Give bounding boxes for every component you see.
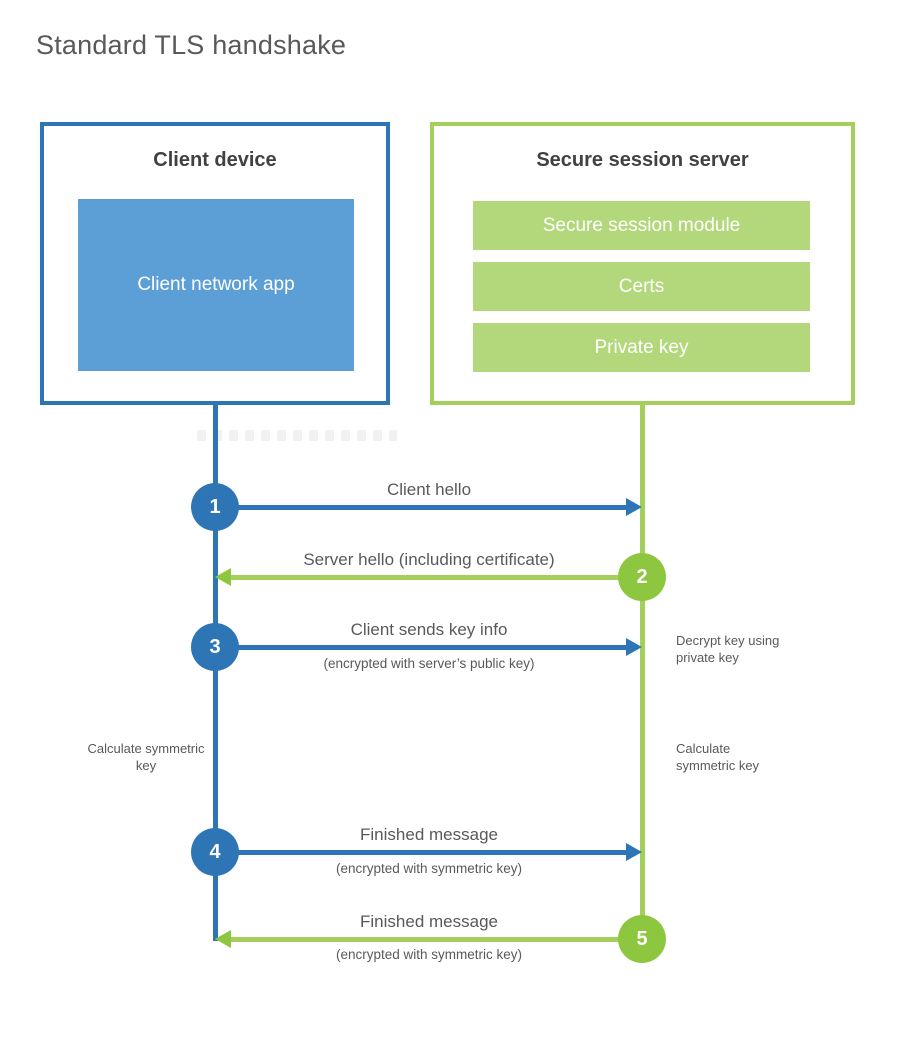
- arrow-client-hello: [216, 505, 626, 510]
- message-sublabel-encrypted-symmetric-key: (encrypted with symmetric key): [335, 861, 523, 876]
- message-label-finished-client: Finished message: [360, 825, 498, 844]
- arrowhead-right-icon: [626, 498, 642, 516]
- client-network-app-box: Client network app: [78, 199, 354, 371]
- faint-dashes-artifact: [197, 430, 397, 441]
- arrowhead-right-icon: [626, 638, 642, 656]
- message-label-server-hello: Server hello (including certificate): [303, 550, 555, 569]
- secure-session-server-heading: Secure session server: [536, 149, 749, 171]
- client-network-app-label: Client network app: [137, 274, 295, 296]
- arrowhead-left-icon: [215, 930, 231, 948]
- arrow-server-hello: [231, 575, 640, 580]
- arrow-finished-server: [231, 937, 640, 942]
- note-decrypt-key: Decrypt key using private key: [676, 633, 780, 665]
- page-title: Standard TLS handshake: [36, 30, 347, 60]
- message-sublabel-encrypted-public-key: (encrypted with server’s public key): [323, 656, 535, 671]
- step-badge-4: 4: [191, 828, 239, 876]
- arrow-client-key-info: [216, 645, 626, 650]
- step-badge-5: 5: [618, 915, 666, 963]
- server-module-certs: Certs: [473, 262, 810, 311]
- arrowhead-left-icon: [215, 568, 231, 586]
- step-badge-1: 1: [191, 483, 239, 531]
- server-module-secure-session: Secure session module: [473, 201, 810, 250]
- message-label-finished-server: Finished message: [360, 912, 498, 931]
- note-calculate-symmetric-key-server: Calculate symmetric key: [676, 741, 760, 773]
- arrow-finished-client: [216, 850, 626, 855]
- client-device-heading: Client device: [153, 149, 277, 171]
- note-calculate-symmetric-key-client: Calculate symmetric key: [87, 741, 205, 773]
- step-badge-2: 2: [618, 553, 666, 601]
- message-label-client-hello: Client hello: [386, 480, 472, 499]
- message-label-client-key-info: Client sends key info: [350, 620, 508, 639]
- arrowhead-right-icon: [626, 843, 642, 861]
- server-lifeline: [640, 405, 645, 962]
- client-lifeline: [213, 405, 218, 941]
- step-badge-3: 3: [191, 623, 239, 671]
- message-sublabel-encrypted-symmetric-key: (encrypted with symmetric key): [335, 947, 523, 962]
- server-module-private-key: Private key: [473, 323, 810, 372]
